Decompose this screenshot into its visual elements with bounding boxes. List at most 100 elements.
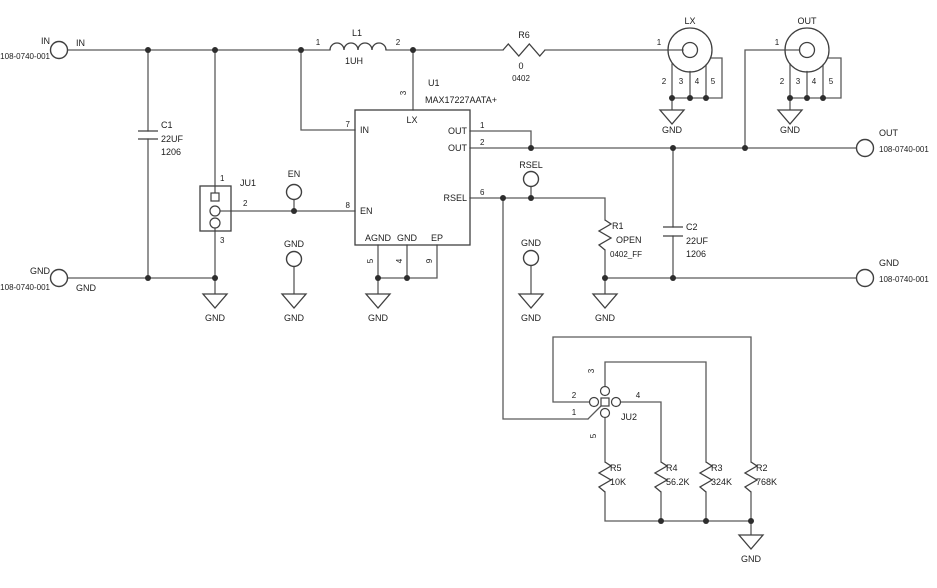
u1-pin-rsel-label: RSEL — [443, 193, 467, 203]
u1-pin-gnd-label: GND — [397, 233, 418, 243]
out-pin1-number: 1 — [775, 38, 780, 47]
lx-gnd-label: GND — [662, 125, 683, 135]
r4-ref: R4 — [666, 463, 678, 473]
ju2-pin3-number: 3 — [587, 368, 596, 373]
c1-value: 22UF — [161, 134, 184, 144]
gnd-testpoint-right — [522, 249, 540, 267]
u1-pin1-number: 1 — [480, 121, 485, 130]
r2-value: 768K — [756, 477, 777, 487]
u1-ic-body — [354, 109, 471, 246]
en-testpoint-label: EN — [288, 169, 301, 179]
lx-pin3-number: 3 — [679, 77, 684, 86]
out-pin2-number: 2 — [780, 77, 785, 86]
r1-ref: R1 — [612, 221, 624, 231]
r5-value: 10K — [610, 477, 626, 487]
out-connector-inner — [798, 41, 816, 59]
lx-connector-outer — [667, 27, 713, 73]
l1-pin1-number: 1 — [316, 38, 321, 47]
l1-ref: L1 — [352, 28, 362, 38]
in-net-label: IN — [76, 38, 85, 48]
l1-inductor-symbol — [329, 42, 387, 51]
c2-capacitor-symbol — [663, 226, 683, 237]
r3-value: 324K — [711, 477, 732, 487]
u1-pin-in-label: IN — [360, 125, 369, 135]
c2-ref: C2 — [686, 222, 698, 232]
u1-pin8-number: 8 — [346, 201, 351, 210]
ju2-pin4-pad — [610, 396, 622, 408]
l1-pin2-number: 2 — [396, 38, 401, 47]
gnd-terminal-partnumber: 108-0740-001 — [0, 283, 50, 292]
out-pin3-number: 3 — [796, 77, 801, 86]
r4-value: 56.2K — [666, 477, 690, 487]
gnd-testpoint-left-label: GND — [284, 239, 305, 249]
u1-pin-en-label: EN — [360, 206, 373, 216]
ju1-pin1-number: 1 — [220, 174, 225, 183]
en-testpoint — [285, 183, 303, 201]
ju2-pin3-pad — [599, 385, 611, 397]
u1-pin7-number: 7 — [346, 120, 351, 129]
out-connector-label: OUT — [798, 16, 818, 26]
gnd-label-4: GND — [521, 313, 542, 323]
gnd-terminal-right-label: GND — [879, 258, 900, 268]
u1-ref: U1 — [428, 78, 440, 88]
r6-value: 0 — [518, 61, 523, 71]
out-terminal-label: OUT — [879, 128, 899, 138]
out-connector-outer — [784, 27, 830, 73]
rsel-testpoint — [522, 170, 540, 188]
c2-footprint: 1206 — [686, 249, 706, 259]
junction-dots — [145, 47, 826, 524]
ju2-pin5-number: 5 — [589, 433, 598, 438]
ju1-pin3-pad — [209, 217, 221, 229]
u1-pin-out2-label: OUT — [448, 143, 468, 153]
out-terminal-partnumber: 108-0740-001 — [879, 145, 929, 154]
out-terminal-right — [855, 138, 875, 158]
l1-value: 1UH — [345, 56, 363, 66]
gnd-label-6: GND — [741, 554, 762, 564]
ju2-pin5-pad — [599, 407, 611, 419]
gnd-label-5: GND — [595, 313, 616, 323]
ju2-pin4-number: 4 — [636, 391, 641, 400]
gnd-label-2: GND — [284, 313, 305, 323]
gnd-testpoint-left — [285, 250, 303, 268]
ju2-pin2-pad — [588, 396, 600, 408]
u1-pin2-number: 2 — [480, 138, 485, 147]
r2-resistor-symbol — [743, 461, 759, 493]
r1-value: OPEN — [616, 235, 642, 245]
c1-ref: C1 — [161, 120, 173, 130]
lx-pin5-number: 5 — [711, 77, 716, 86]
c2-value: 22UF — [686, 236, 709, 246]
out-pin4-number: 4 — [812, 77, 817, 86]
u1-pin4-number: 4 — [395, 258, 404, 263]
r1-resistor-symbol — [597, 219, 613, 251]
gnd-net-label: GND — [76, 283, 97, 293]
u1-pin9-number: 9 — [425, 258, 434, 263]
u1-pin-lx-label: LX — [406, 115, 417, 125]
gnd-terminal-label: GND — [30, 266, 51, 276]
c1-capacitor-symbol — [138, 130, 158, 140]
gnd-symbols — [201, 109, 804, 550]
r2-ref: R2 — [756, 463, 768, 473]
u1-pin-agnd-label: AGND — [365, 233, 392, 243]
r5-resistor-symbol — [597, 461, 613, 493]
gnd-label-3: GND — [368, 313, 389, 323]
ju2-pin2-number: 2 — [572, 391, 577, 400]
ju1-pin2-pad — [209, 205, 221, 217]
r6-footprint: 0402 — [512, 74, 530, 83]
lx-pin1-number: 1 — [657, 38, 662, 47]
ju1-pin1-pad — [210, 192, 220, 202]
out-gnd-label: GND — [780, 125, 801, 135]
ju1-pin2-number: 2 — [243, 199, 248, 208]
r3-resistor-symbol — [698, 461, 714, 493]
gnd-terminal-right-partnumber: 108-0740-001 — [879, 275, 929, 284]
lx-pin4-number: 4 — [695, 77, 700, 86]
out-pin5-number: 5 — [829, 77, 834, 86]
wires — [66, 49, 857, 536]
r3-ref: R3 — [711, 463, 723, 473]
ju1-pin3-number: 3 — [220, 236, 225, 245]
u1-partnumber: MAX17227AATA+ — [425, 95, 497, 105]
gnd-terminal-right — [855, 268, 875, 288]
in-terminal-partnumber: 108-0740-001 — [0, 52, 50, 61]
in-terminal-label: IN — [41, 36, 50, 46]
